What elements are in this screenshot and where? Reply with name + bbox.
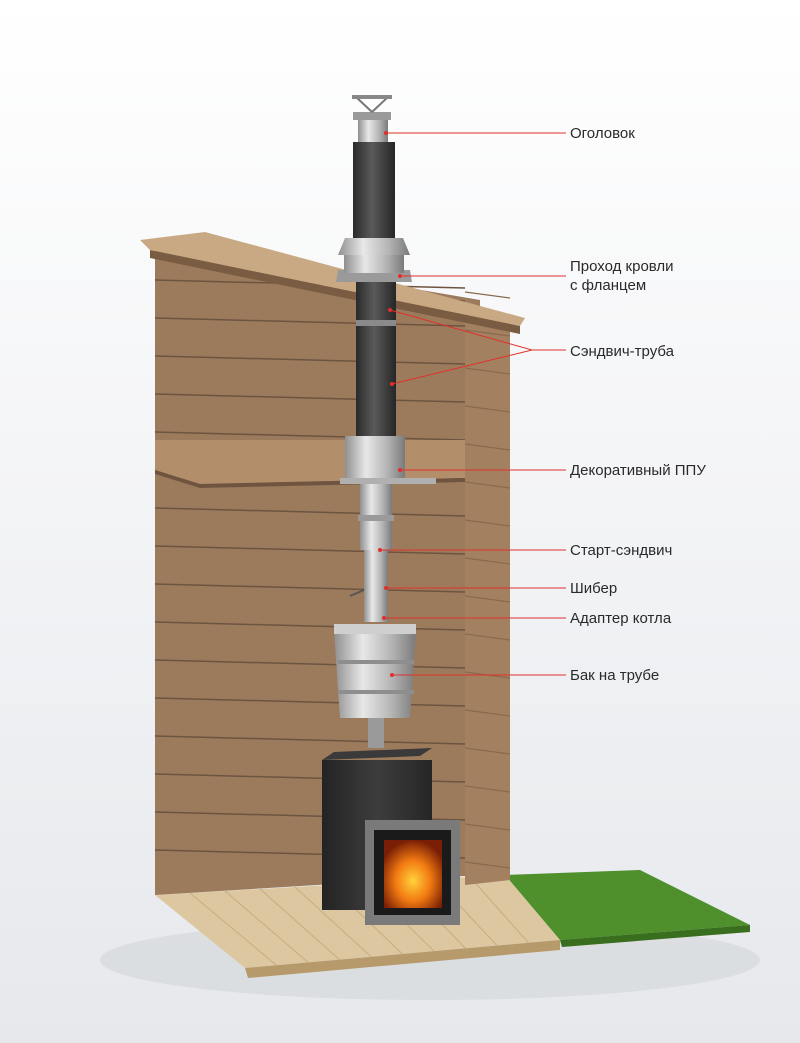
side-plank-line [464, 291, 511, 299]
side-plank-line [464, 557, 511, 565]
label-tank-on-pipe: Бак на трубе [570, 667, 659, 684]
floor-board-line [469, 876, 529, 944]
side-plank-line [464, 405, 511, 413]
side-plank-line [464, 329, 511, 337]
roof-pass-flange [336, 238, 412, 282]
label-start-sandwich: Старт-сэндвич [570, 542, 672, 559]
leader-dots [378, 131, 402, 677]
chimney-head [352, 95, 392, 142]
wall-plank-line [154, 545, 466, 555]
floor-board-line [189, 892, 277, 966]
side-plank-line [464, 443, 511, 451]
floor-edge [245, 940, 560, 978]
decorative-ppu [340, 436, 436, 484]
callout-labels: Оголовок Проход кровли с фланцем Сэндвич… [570, 125, 706, 684]
label-sandwich-pipe: Сэндвич-труба [570, 343, 675, 360]
floor-board-line [224, 890, 309, 963]
sandwich-ring [356, 320, 396, 326]
side-plank-line [464, 367, 511, 375]
side-plank-line [464, 595, 511, 603]
leader-sandwich-b [391, 349, 533, 385]
wall-plank-line [154, 583, 466, 593]
side-plank-line [464, 633, 511, 641]
roof-edge [150, 250, 520, 334]
stove-connector [368, 718, 384, 748]
side-plank-line [464, 709, 511, 717]
leader-sandwich-a [389, 309, 533, 351]
wall-plank-line [154, 393, 466, 403]
wall-plank-line [154, 735, 466, 745]
floor-board-line [259, 888, 340, 960]
side-plank-line [464, 747, 511, 755]
side-plank-line [464, 823, 511, 831]
grass-patch [505, 870, 750, 940]
side-plank-line [464, 519, 511, 527]
label-damper: Шибер [570, 580, 617, 597]
label-roof-pass-line2: с фланцем [570, 277, 646, 294]
leader-lines [380, 132, 566, 676]
start-ring [358, 515, 394, 521]
fire [384, 840, 442, 908]
wall-side-face [465, 300, 510, 885]
damper-pipe [364, 550, 388, 622]
damper-handle [349, 589, 365, 597]
ceiling-beam [155, 440, 465, 484]
wall-plank-line [154, 697, 466, 707]
wall-plank-line [154, 431, 466, 441]
side-plank-line [464, 481, 511, 489]
floor-board-line [294, 886, 372, 958]
sandwich-pipe [356, 282, 396, 440]
wall-planks [154, 279, 511, 869]
label-head: Оголовок [570, 125, 635, 142]
side-plank-line [464, 861, 511, 869]
wall-plank-line [154, 317, 466, 327]
upper-pipe [353, 142, 395, 242]
wall-front [155, 245, 480, 895]
wall-plank-line [154, 507, 466, 517]
label-decorative-ppu: Декоративный ППУ [570, 462, 706, 479]
water-tank [334, 624, 416, 718]
side-plank-line [464, 785, 511, 793]
wall-plank-line [154, 355, 466, 365]
roof-slab [140, 232, 525, 326]
grass-edge [560, 925, 750, 947]
stove [322, 748, 460, 925]
label-roof-pass-line1: Проход кровли [570, 258, 674, 275]
label-boiler-adapter: Адаптер котла [570, 610, 672, 627]
